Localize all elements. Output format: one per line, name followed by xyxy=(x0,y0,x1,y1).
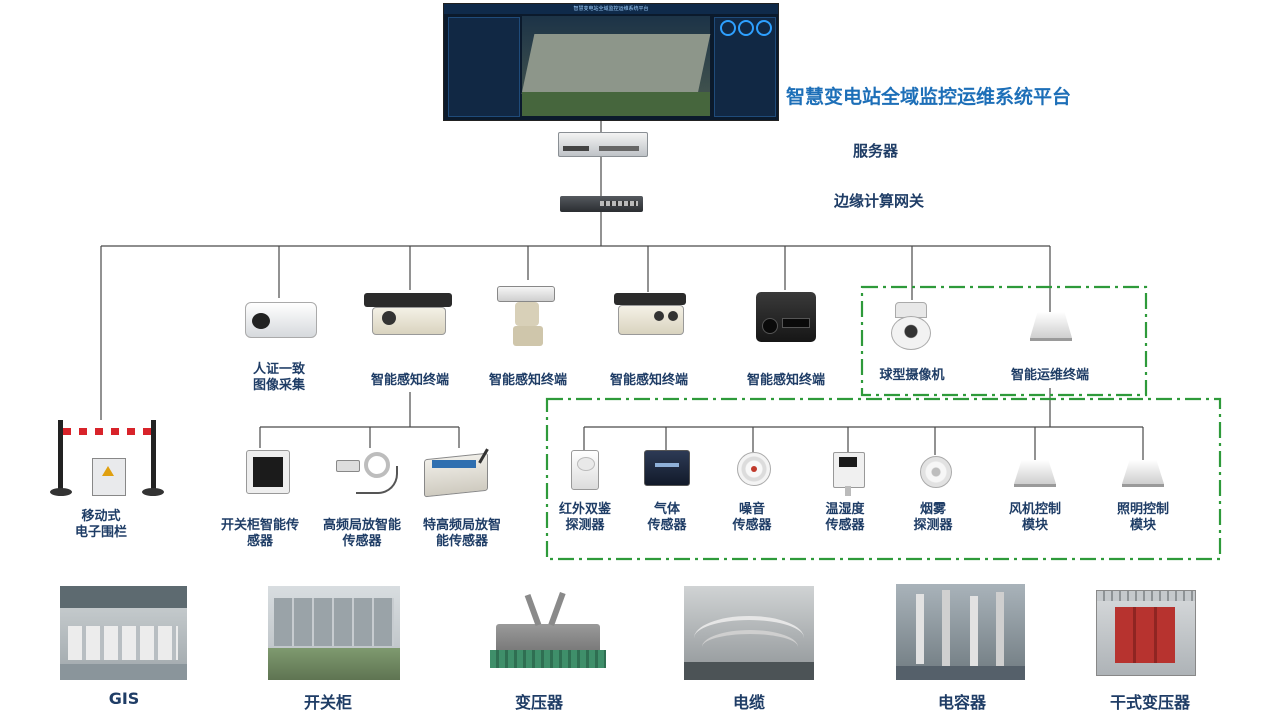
sensing-terminal-1-icon xyxy=(364,293,452,337)
sensing-terminal-3-icon xyxy=(614,293,686,337)
screen-gauge-2 xyxy=(738,20,754,36)
dry-transformer-photo xyxy=(1096,590,1196,676)
infrared-detector-label: 红外双鉴 探测器 xyxy=(558,502,611,533)
cable-photo xyxy=(684,586,814,680)
temp-humidity-sensor-label: 温湿度 传感器 xyxy=(825,502,865,533)
hf-pd-sensor-label: 高频局放智能 传感器 xyxy=(322,518,401,549)
barrier-icon xyxy=(50,418,168,498)
dome-camera-label: 球型摄像机 xyxy=(879,368,945,383)
gas-sensor-icon xyxy=(644,450,690,486)
ops-terminal-icon xyxy=(1030,312,1072,342)
sensing-terminal-3-label: 智能感知终端 xyxy=(609,373,688,388)
sensing-terminal-1-label: 智能感知终端 xyxy=(370,373,449,388)
screen-3d-grass xyxy=(522,92,710,116)
barrier-label: 移动式 电子围栏 xyxy=(74,509,127,540)
platform-monitor-screen: 智慧变电站全域监控运维系统平台 xyxy=(443,3,779,121)
transformer-label: 变压器 xyxy=(514,693,563,712)
gateway-icon xyxy=(560,196,643,212)
hf-pd-sensor-icon xyxy=(336,452,402,494)
transformer-photo xyxy=(490,588,606,672)
fan-control-module-icon xyxy=(1014,460,1056,488)
switchgear-photo xyxy=(268,586,400,680)
temp-humidity-sensor-icon xyxy=(833,452,865,496)
cable-label: 电缆 xyxy=(732,693,765,712)
capacitor-label: 电容器 xyxy=(937,693,986,712)
switchgear-label: 开关柜 xyxy=(303,693,352,712)
switchgear-sensor-label: 开关柜智能传 感器 xyxy=(220,518,299,549)
switchgear-sensor-icon xyxy=(246,450,290,494)
sensing-terminal-2-icon xyxy=(493,282,563,348)
fan-control-module-label: 风机控制 模块 xyxy=(1008,502,1061,533)
dome-camera-icon xyxy=(889,302,933,350)
face-capture-label: 人证一致 图像采集 xyxy=(252,362,305,393)
uhf-pd-sensor-label: 特高频局放智 能传感器 xyxy=(422,518,501,549)
sensing-terminal-4-icon xyxy=(756,292,816,342)
sensing-terminal-4-label: 智能感知终端 xyxy=(746,373,825,388)
screen-left-panel xyxy=(448,17,520,117)
gis-label: GIS xyxy=(108,689,140,708)
screen-gauge-3 xyxy=(756,20,772,36)
infrared-detector-icon xyxy=(571,450,599,490)
noise-sensor-label: 噪音 传感器 xyxy=(732,502,772,533)
uhf-pd-sensor-icon xyxy=(424,448,492,498)
light-control-module-label: 照明控制 模块 xyxy=(1116,502,1169,533)
screen-3d-ground xyxy=(521,34,711,94)
smoke-detector-icon xyxy=(920,456,952,488)
platform-title: 智慧变电站全域监控运维系统平台 xyxy=(786,86,1072,108)
smoke-detector-label: 烟雾 探测器 xyxy=(913,502,953,533)
dry-transformer-label: 干式变压器 xyxy=(1109,693,1190,712)
noise-sensor-icon xyxy=(737,452,771,486)
screen-header-title: 智慧变电站全域监控运维系统平台 xyxy=(573,6,649,12)
screen-gauge-1 xyxy=(720,20,736,36)
ops-terminal-label: 智能运维终端 xyxy=(1010,368,1089,383)
gas-sensor-label: 气体 传感器 xyxy=(647,502,687,533)
sensing-terminal-2-label: 智能感知终端 xyxy=(488,373,567,388)
light-control-module-icon xyxy=(1122,460,1164,488)
screen-header-bar xyxy=(444,4,778,14)
capacitor-photo xyxy=(896,584,1025,680)
bullet-camera-icon xyxy=(245,302,317,338)
server-icon xyxy=(558,132,648,157)
server-label: 服务器 xyxy=(853,142,899,160)
gis-photo xyxy=(60,586,187,680)
gateway-label: 边缘计算网关 xyxy=(834,192,925,210)
